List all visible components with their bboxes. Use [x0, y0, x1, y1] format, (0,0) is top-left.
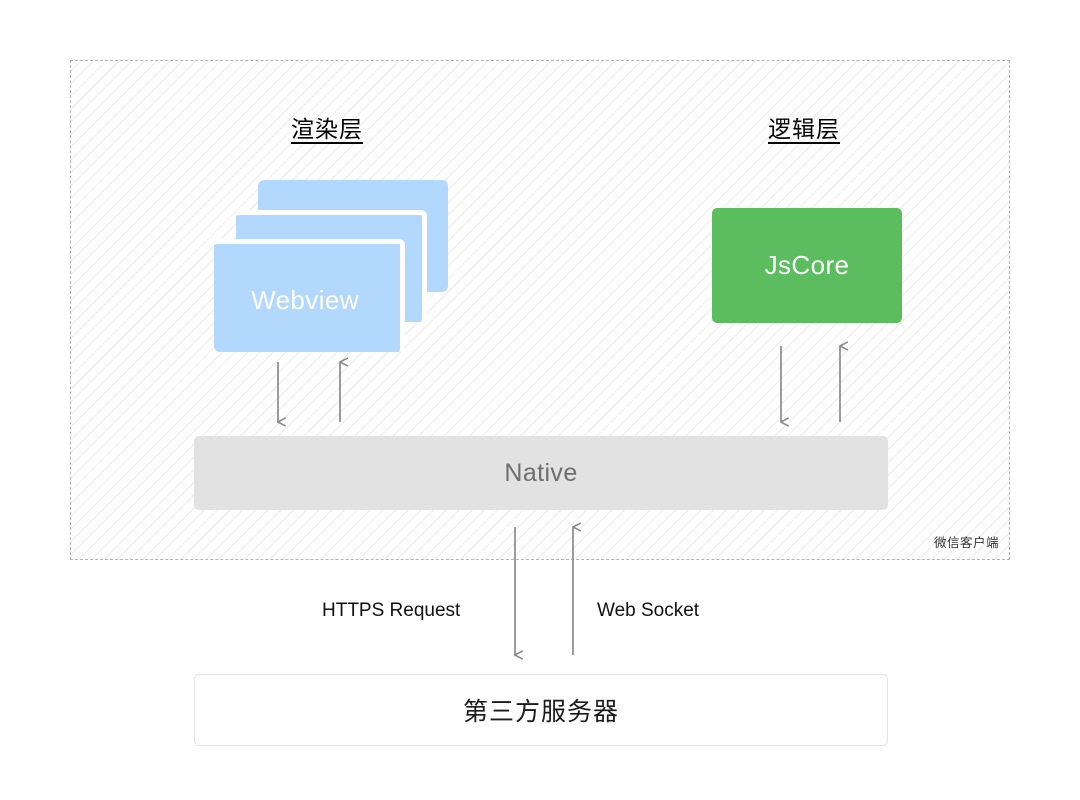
- third-party-server-label: 第三方服务器: [462, 698, 619, 726]
- logic-layer-heading: 逻辑层: [768, 116, 840, 142]
- https-request-label: HTTPS Request: [322, 600, 461, 621]
- render-layer-heading: 渲染层: [291, 116, 363, 142]
- jscore-node[interactable]: JsCore: [712, 208, 902, 323]
- native-node[interactable]: Native: [194, 436, 888, 510]
- third-party-server-node[interactable]: 第三方服务器: [194, 674, 888, 746]
- webview-label: Webview: [251, 284, 359, 315]
- web-socket-label: Web Socket: [597, 600, 700, 621]
- native-label: Native: [504, 458, 578, 487]
- wechat-client-label: 微信客户端: [933, 536, 999, 550]
- webview-node[interactable]: Webview: [214, 239, 405, 352]
- jscore-label: JsCore: [764, 250, 850, 280]
